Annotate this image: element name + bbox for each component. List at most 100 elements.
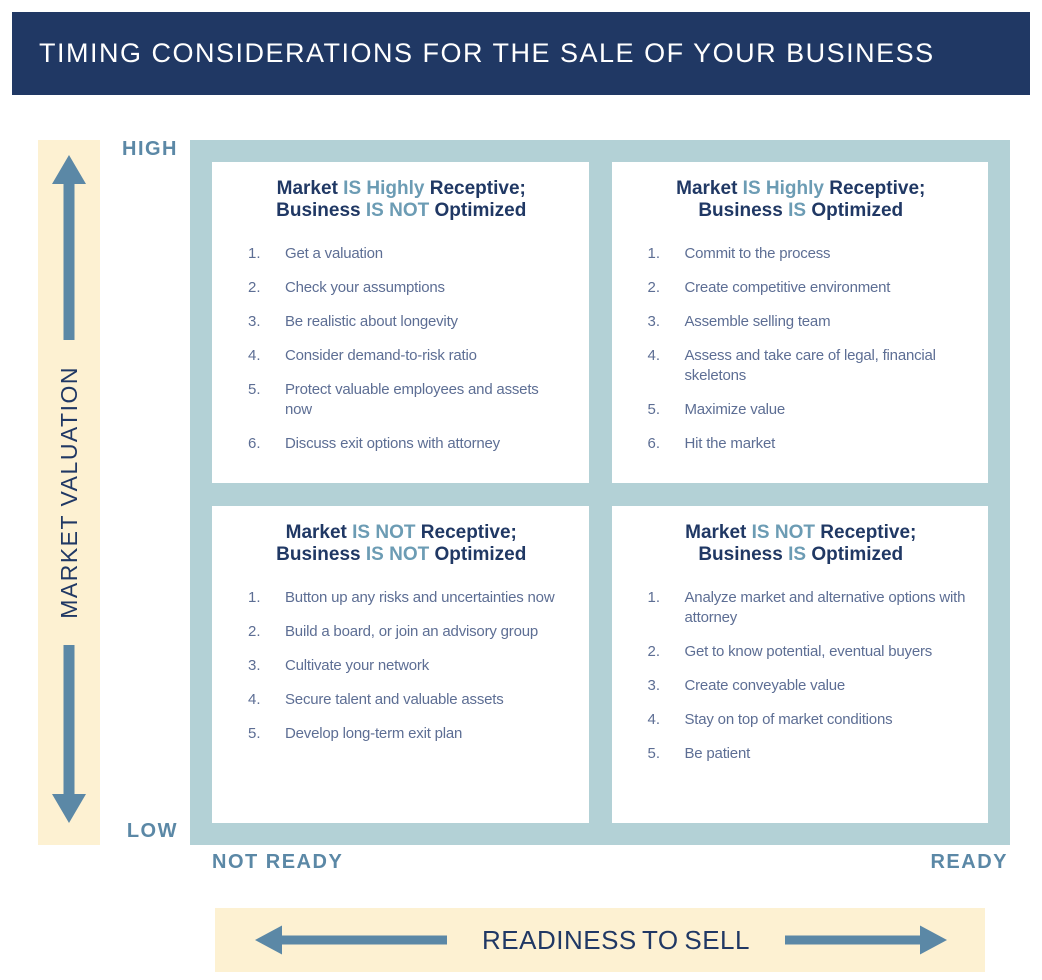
list-item-number: 1. — [647, 245, 661, 262]
list-item-text: Maximize value — [684, 401, 786, 418]
quadrant-list-item: 6. Discuss exit options with attorney — [236, 434, 567, 454]
list-item-number: 3. — [248, 657, 261, 674]
list-item-text: Protect valuable employees and assets no… — [285, 381, 539, 418]
list-item-text: Discuss exit options with attorney — [285, 435, 500, 452]
page-title: TIMING CONSIDERATIONS FOR THE SALE OF YO… — [39, 38, 935, 68]
list-item-number: 3. — [647, 677, 661, 694]
quadrant-list-item: 4. Assess and take care of legal, financi… — [636, 346, 967, 386]
quadrant-title-segment: Market — [285, 522, 353, 543]
quadrant-list-item: 6. Hit the market — [636, 434, 967, 454]
list-item-number: 6. — [248, 435, 261, 452]
list-item-text: Check your assumptions — [285, 279, 445, 296]
quadrant-title-segment: Receptive; — [415, 522, 517, 543]
quadrant-title-segment: IS NOT — [352, 522, 416, 543]
x-axis-label: READINESS TO SELL — [482, 924, 750, 955]
quadrant-title-segment: IS NOT — [365, 544, 430, 565]
matrix-background: Market IS Highly Receptive;Business IS N… — [190, 140, 1010, 845]
list-item-number: 2. — [647, 279, 661, 296]
quadrant-title-line: Market IS NOT Receptive; — [636, 522, 967, 544]
quadrant-list-item: 5. Protect valuable employees and assets … — [236, 380, 567, 420]
quadrant-list: 1.Get a valuation 2. Check your assumption… — [236, 244, 567, 454]
quadrant-title-segment: Receptive; — [424, 178, 526, 199]
quadrant-title-segment: IS Highly — [343, 178, 425, 199]
y-axis-band: MARKET VALUATION — [38, 140, 100, 845]
quadrant-list-item: 1.Get a valuation — [236, 244, 567, 264]
list-item-number: 4. — [248, 347, 261, 364]
y-axis-high-label: HIGH — [122, 138, 178, 160]
quadrant-list-item: 3. Cultivate your network — [236, 656, 567, 676]
quadrant-title-line: Business IS NOT Optimized — [236, 544, 567, 566]
quadrant-title-segment: Optimized — [806, 200, 904, 221]
quadrant-title: Market IS NOT Receptive;Business IS NOT … — [236, 522, 567, 566]
quadrant-title-segment: Business — [276, 200, 366, 221]
list-item-number: 6. — [647, 435, 661, 452]
quadrant-list-item: 4.Stay on top of market conditions — [636, 710, 967, 730]
quadrant-title-segment: Receptive; — [815, 522, 917, 543]
quadrant-title-segment: Optimized — [429, 200, 527, 221]
list-item-text: Be patient — [684, 745, 751, 762]
quadrant-title-line: Business IS NOT Optimized — [236, 200, 567, 222]
list-item-text: Assess and take care of legal, financial… — [684, 347, 937, 384]
quadrant-title-segment: Receptive; — [823, 178, 926, 199]
list-item-text: Stay on top of market conditions — [684, 711, 893, 728]
quadrant-title: Market IS Highly Receptive;Business IS O… — [636, 178, 967, 222]
quadrant-title-segment: Business — [698, 544, 789, 565]
quadrant-list-item: 3.Create conveyable value — [636, 676, 967, 696]
list-item-number: 1. — [248, 589, 261, 606]
quadrant-title-line: Market IS Highly Receptive; — [636, 178, 967, 200]
quadrant-list-item: 5. Maximize value — [636, 400, 967, 420]
quadrant-title-segment: Business — [698, 200, 789, 221]
list-item-number: 2. — [248, 279, 261, 296]
quadrant-list: 1. Commit to the process 2. Create competit… — [636, 244, 967, 454]
list-item-number: 3. — [647, 313, 661, 330]
quadrant-card-bottom-left: Market IS NOT Receptive;Business IS NOT … — [212, 506, 589, 823]
x-axis-end-labels: NOT READY READY — [212, 851, 1008, 874]
quadrant-list-item: 5.Be patient — [636, 744, 967, 764]
quadrant-title-segment: IS NOT — [751, 522, 815, 543]
list-item-text: Secure talent and valuable assets — [285, 691, 504, 708]
list-item-number: 2. — [647, 643, 661, 660]
quadrant-title-segment: IS Highly — [742, 178, 824, 199]
quadrant-card-top-left: Market IS Highly Receptive;Business IS N… — [212, 162, 589, 483]
y-axis-low-label: LOW — [126, 820, 178, 842]
quadrant-list-item: 1. Commit to the process — [636, 244, 967, 264]
arrow-right-icon — [784, 925, 947, 955]
list-item-number: 5. — [248, 381, 261, 398]
arrow-down-icon — [52, 644, 86, 823]
list-item-number: 5. — [647, 401, 661, 418]
quadrant-list-item: 4.Secure talent and valuable assets — [236, 690, 567, 710]
list-item-text: Develop long-term exit plan — [285, 725, 463, 742]
quadrant-title-segment: Business — [276, 544, 366, 565]
quadrant-title-line: Market IS Highly Receptive; — [236, 178, 567, 200]
quadrant-grid: Market IS Highly Receptive;Business IS N… — [212, 162, 988, 823]
list-item-text: Cultivate your network — [285, 657, 429, 674]
list-item-text: Button up any risks and uncertainties no… — [285, 589, 555, 606]
quadrant-title-segment: Market — [676, 178, 743, 199]
list-item-text: Assemble selling team — [684, 313, 831, 330]
quadrant-list-item: 2. Check your assumptions — [236, 278, 567, 298]
list-item-number: 2. — [248, 623, 261, 640]
x-axis-right-label: READY — [930, 851, 1008, 873]
quadrant-title: Market IS Highly Receptive;Business IS N… — [236, 178, 567, 222]
title-bar: TIMING CONSIDERATIONS FOR THE SALE OF YO… — [12, 12, 1030, 95]
quadrant-list-item: 5.Develop long-term exit plan — [236, 724, 567, 744]
list-item-text: Be realistic about longevity — [285, 313, 458, 330]
x-axis-left-label: NOT READY — [212, 851, 344, 873]
list-item-text: Commit to the process — [684, 245, 831, 262]
list-item-text: Analyze market and alternative options w… — [684, 589, 966, 626]
quadrant-list-item: 1.Analyze market and alternative options… — [636, 588, 967, 628]
quadrant-title: Market IS NOT Receptive;Business IS Opti… — [636, 522, 967, 566]
x-axis-band: READINESS TO SELL — [215, 908, 985, 972]
list-item-text: Consider demand-to-risk ratio — [285, 347, 477, 364]
quadrant-card-top-right: Market IS Highly Receptive;Business IS O… — [611, 162, 988, 483]
list-item-text: Get to know potential, eventual buyers — [684, 643, 933, 660]
list-item-number: 4. — [647, 347, 661, 364]
list-item-text: Hit the market — [684, 435, 776, 452]
list-item-text: Create competitive environment — [684, 279, 891, 296]
quadrant-title-segment: IS — [788, 544, 807, 565]
list-item-number: 3. — [248, 313, 261, 330]
quadrant-list-item: 2. Create competitive environment — [636, 278, 967, 298]
quadrant-title-line: Business IS Optimized — [636, 200, 967, 222]
list-item-text: Get a valuation — [285, 245, 383, 262]
quadrant-title-segment: Optimized — [806, 544, 904, 565]
